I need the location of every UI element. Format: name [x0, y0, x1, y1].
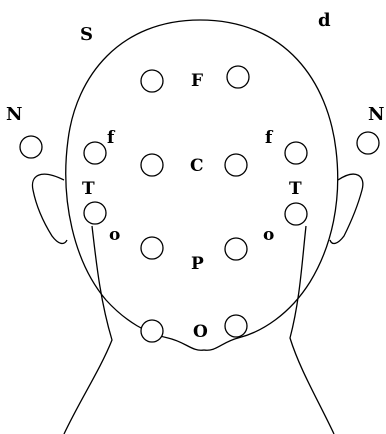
electrode-temporal-back-right: [285, 203, 307, 225]
label-left-temporal: T: [82, 179, 95, 199]
electrode-parietal-right: [225, 238, 247, 260]
label-frontal: F: [191, 71, 203, 91]
label-right-frontal-temporal: f: [265, 128, 274, 148]
electrode-frontal-left: [141, 70, 163, 92]
label-right-occipital-temporal: o: [263, 225, 274, 245]
electrode-right-ear: [357, 132, 379, 154]
label-right-side: d: [318, 10, 331, 31]
electrode-frontal-right: [227, 66, 249, 88]
neck-left-line: [64, 226, 112, 434]
label-central: C: [190, 156, 204, 176]
electrode-temporal-front-left: [84, 142, 106, 164]
label-occipital: O: [193, 322, 208, 342]
label-left-frontal-temporal: f: [107, 128, 116, 148]
right-ear-outline: [330, 174, 363, 243]
electrode-temporal-front-right: [285, 142, 307, 164]
electrode-parietal-left: [141, 237, 163, 259]
neck-right-line: [290, 226, 334, 434]
label-left-side: S: [80, 24, 93, 45]
label-right-nasion: N: [368, 104, 384, 125]
label-left-occipital-temporal: o: [109, 225, 120, 245]
label-right-temporal: T: [289, 179, 302, 199]
electrode-temporal-back-left: [84, 202, 106, 224]
electrode-left-ear: [20, 136, 42, 158]
label-left-nasion: N: [6, 104, 22, 125]
label-parietal: P: [191, 254, 204, 274]
electrode-central-right: [225, 154, 247, 176]
left-ear-outline: [32, 174, 67, 243]
electrode-central-left: [141, 154, 163, 176]
electrode-occipital-right: [225, 315, 247, 337]
electrode-occipital-left: [141, 320, 163, 342]
